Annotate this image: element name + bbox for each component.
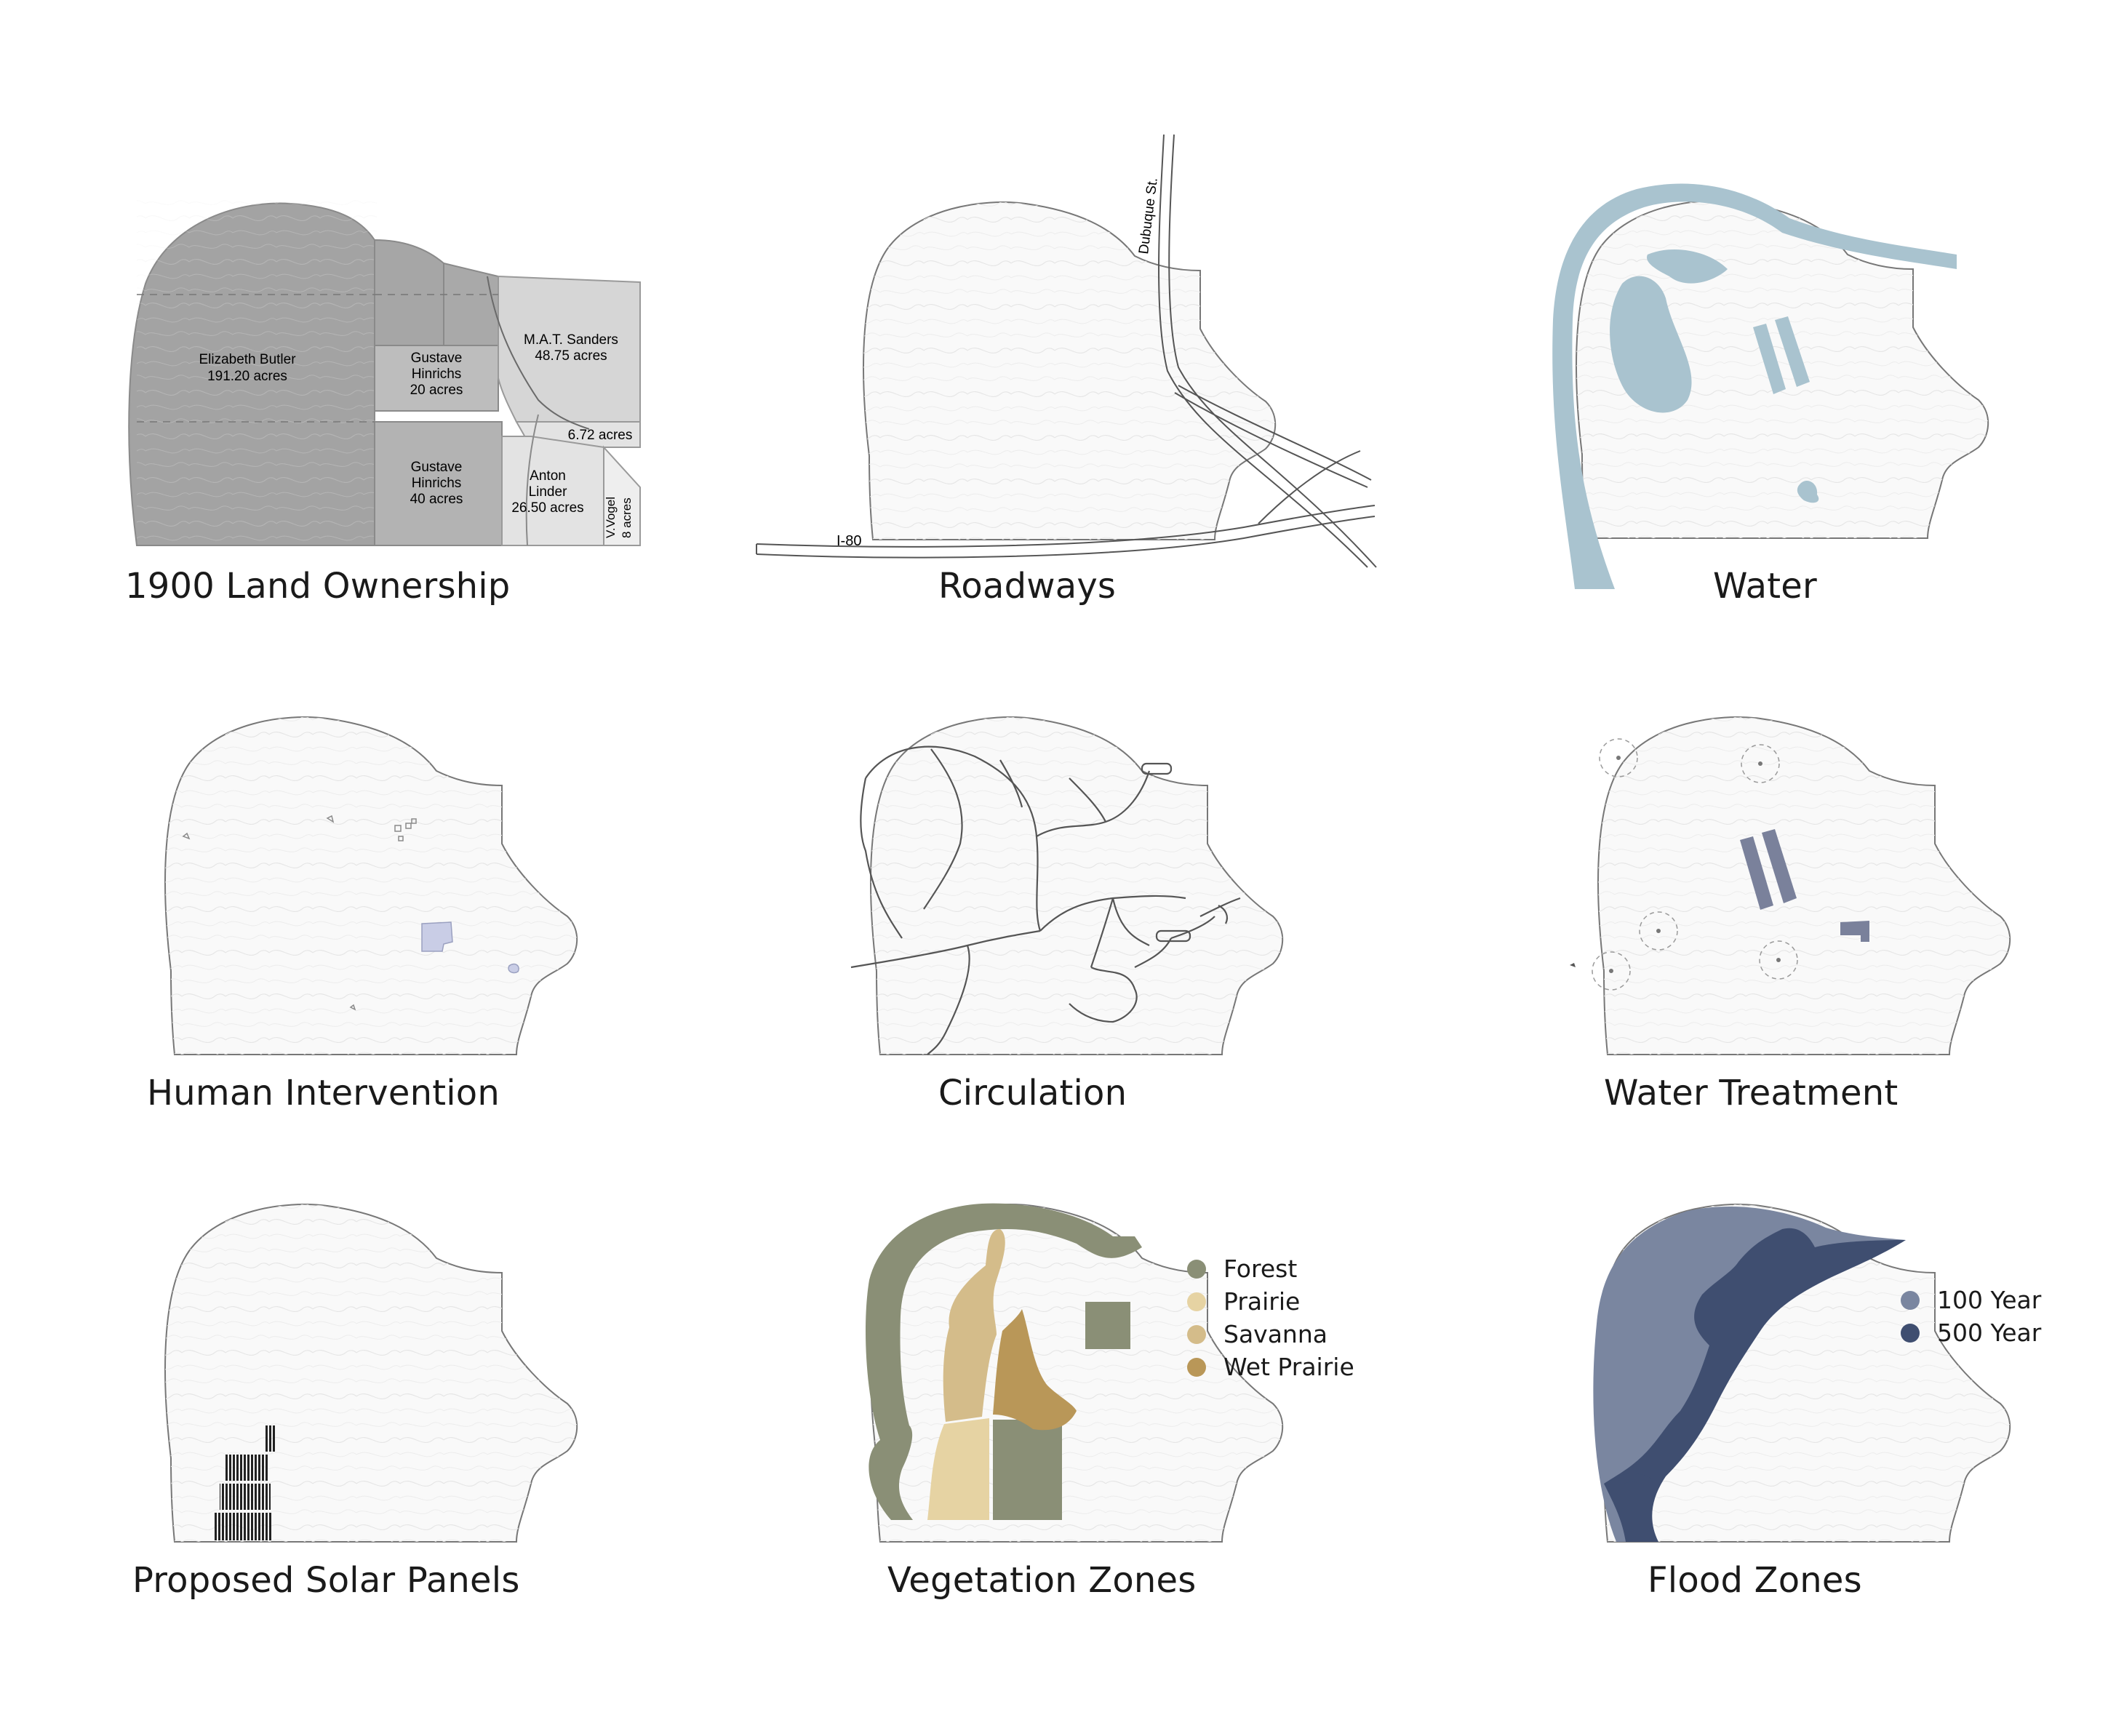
vegetation-map (866, 1203, 1284, 1543)
circulation-map (850, 716, 1284, 1055)
label-hinrichs40-area: 40 acres (410, 492, 463, 507)
flood-100-year (1593, 1206, 1906, 1542)
caption-human-intervention: Human Intervention (147, 1073, 500, 1113)
legend-item-500-year: 500 Year (1901, 1316, 2041, 1349)
caption-vegetation: Vegetation Zones (887, 1560, 1197, 1601)
legend-item-100-year: 100 Year (1901, 1284, 2041, 1316)
caption-water-treatment: Water Treatment (1604, 1073, 1899, 1113)
legend-item-prairie: Prairie (1187, 1285, 1354, 1318)
solar-array-3 (220, 1484, 271, 1510)
legend-swatch (1187, 1259, 1206, 1279)
label-hinrichs40-owner: Gustave (411, 460, 463, 475)
lake (1610, 276, 1692, 413)
legend-swatch (1901, 1290, 1920, 1310)
water-map (1552, 183, 1989, 590)
treatment-pond-1 (1740, 836, 1773, 910)
legend-item-savanna: Savanna (1187, 1318, 1354, 1351)
label-butler-owner: Elizabeth Butler (199, 352, 296, 367)
legend-label: Savanna (1223, 1320, 1328, 1348)
caption-water: Water (1713, 566, 1817, 607)
legend-swatch (1187, 1357, 1206, 1377)
label-hinrichs20-owner: Gustave (411, 351, 463, 366)
veg-wet-prairie (993, 1309, 1077, 1431)
legend-label: Wet Prairie (1223, 1353, 1354, 1381)
legend-item-forest: Forest (1187, 1252, 1354, 1285)
human-intervention-map (164, 716, 578, 1055)
parcel-vogel (603, 445, 641, 546)
caption-flood: Flood Zones (1648, 1560, 1862, 1601)
parcel-hinrichs-upper (374, 239, 444, 346)
flood-legend: 100 Year 500 Year (1901, 1284, 2041, 1349)
label-hinrichs20-area: 20 acres (410, 383, 463, 398)
veg-savanna (943, 1229, 1005, 1422)
legend-label: 100 Year (1937, 1286, 2042, 1314)
panel-water-treatment (1549, 691, 2011, 1069)
ownership-map: Elizabeth Butler 191.20 acres Gustave Hi… (128, 196, 641, 546)
label-linder-area: 26.50 acres (511, 500, 583, 516)
label-vogel-area: 8 acres (620, 497, 634, 538)
panel-solar-panels (116, 1178, 578, 1556)
veg-forest-south (993, 1420, 1062, 1520)
label-sanders-owner: M.A.T. Sanders (524, 332, 618, 348)
legend-swatch (1187, 1292, 1206, 1311)
label-linder-owner: Anton (530, 468, 566, 484)
label-linder-owner2: Linder (529, 484, 567, 500)
legend-label: 500 Year (1937, 1319, 2042, 1347)
label-hinrichs20-owner2: Hinrichs (412, 367, 462, 382)
legend-label: Prairie (1223, 1287, 1301, 1316)
panel-flood (1549, 1178, 2011, 1556)
solar-array-1 (264, 1425, 276, 1452)
label-butler-area: 191.20 acres (207, 369, 287, 384)
panel-circulation (822, 691, 1284, 1069)
panel-human-intervention (116, 691, 578, 1069)
panel-vegetation (822, 1178, 1284, 1556)
caption-solar-panels: Proposed Solar Panels (132, 1560, 520, 1601)
solar-map (164, 1203, 578, 1543)
label-vogel-owner: V.Vogel (604, 497, 618, 538)
building-footprint (421, 921, 453, 952)
label-sanders-area: 48.75 acres (535, 348, 607, 364)
treatment-building (1840, 921, 1869, 942)
legend-item-wet-prairie: Wet Prairie (1187, 1351, 1354, 1383)
label-dubuque: Dubuque St. (1136, 177, 1161, 255)
pond-upper (1647, 249, 1728, 284)
legend-label: Forest (1223, 1255, 1298, 1283)
parcel-hinrichs-40 (374, 421, 503, 546)
legend-swatch (1901, 1323, 1920, 1343)
label-i80: I-80 (837, 533, 861, 549)
legend-swatch (1187, 1324, 1206, 1344)
label-hinrichs40-owner2: Hinrichs (412, 476, 462, 491)
caption-roadways: Roadways (938, 566, 1117, 607)
veg-forest-east (1085, 1302, 1130, 1349)
flood-map (1593, 1203, 2011, 1543)
solar-array-4 (215, 1513, 273, 1540)
veg-prairie (927, 1418, 989, 1520)
river (1552, 183, 1957, 590)
parcel-hinrichs-20 (374, 345, 499, 412)
label-672-area: 6.72 acres (568, 428, 633, 443)
panel-roadways: I-80 Dubuque St. (749, 131, 1404, 604)
vegetation-legend: Forest Prairie Savanna Wet Prairie (1187, 1252, 1354, 1383)
water-treatment-map (1570, 716, 2011, 1055)
treatment-pond-2 (1762, 829, 1797, 903)
caption-land-ownership: 1900 Land Ownership (125, 566, 511, 607)
panel-land-ownership: Elizabeth Butler 191.20 acres Gustave Hi… (102, 196, 641, 633)
veg-forest-ring (866, 1203, 1142, 1520)
panel-water (1535, 175, 1989, 596)
solar-array-2 (224, 1455, 269, 1481)
flood-500-year (1604, 1228, 1906, 1542)
roadways-map: I-80 Dubuque St. (756, 134, 1377, 568)
caption-circulation: Circulation (938, 1073, 1127, 1113)
